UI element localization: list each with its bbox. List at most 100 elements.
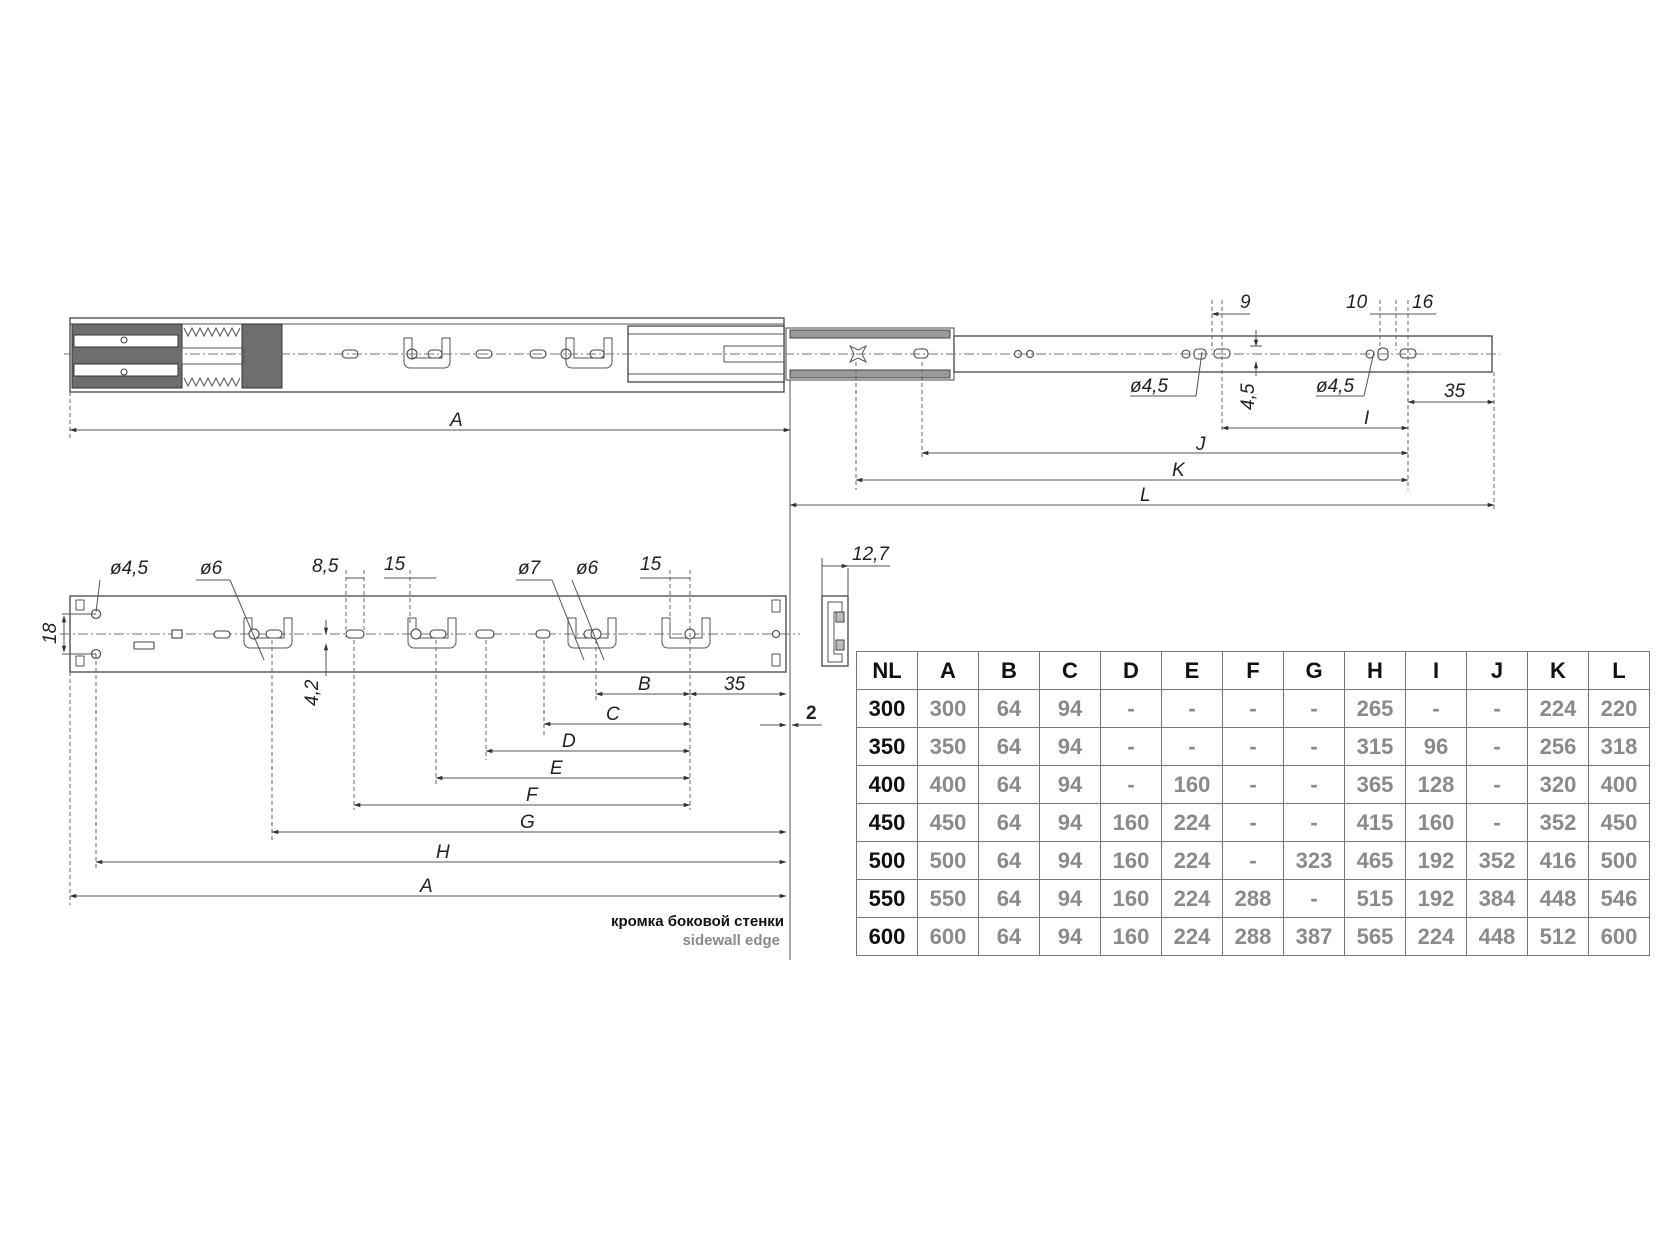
table-cell: - <box>1283 803 1345 842</box>
table-cell: 465 <box>1344 841 1406 880</box>
table-cell: - <box>1222 689 1284 728</box>
table-cell: 224 <box>1161 841 1223 880</box>
table-cell: - <box>1100 689 1162 728</box>
table-cell: 450 <box>917 803 979 842</box>
header-cell: E <box>1161 651 1223 690</box>
table-cell: 400 <box>917 765 979 804</box>
dim-label-D: D <box>562 731 576 752</box>
table-cell: 352 <box>1466 841 1528 880</box>
table-cell-nl: 600 <box>856 917 918 956</box>
table-cell: 160 <box>1100 879 1162 918</box>
header-cell: NL <box>856 651 918 690</box>
table-cell-nl: 500 <box>856 841 918 880</box>
header-cell: G <box>1283 651 1345 690</box>
table-cell: - <box>1283 727 1345 766</box>
table-cell: 288 <box>1222 917 1284 956</box>
table-cell: 192 <box>1405 879 1467 918</box>
table-cell: 94 <box>1039 727 1101 766</box>
dim-label-9: 9 <box>1240 292 1251 313</box>
table-cell: 94 <box>1039 879 1101 918</box>
dim-label-2: 2 <box>806 703 817 724</box>
table-cell: - <box>1283 879 1345 918</box>
table-cell: 315 <box>1344 727 1406 766</box>
table-cell: - <box>1466 727 1528 766</box>
dim-label-15-right: 15 <box>640 554 662 575</box>
table-cell: 64 <box>978 765 1040 804</box>
dim-label-8-5: 8,5 <box>312 556 339 577</box>
table-header-row: NL A B C D E F G H I J K L <box>856 651 1650 690</box>
table-cell: 64 <box>978 917 1040 956</box>
table-cell: 546 <box>1588 879 1650 918</box>
dim-label-35-front: 35 <box>724 674 746 695</box>
dim-label-10: 10 <box>1346 292 1368 313</box>
table-cell: - <box>1222 727 1284 766</box>
dim-label-16: 16 <box>1412 292 1434 313</box>
sidewall-edge-label-en: sidewall edge <box>682 932 780 949</box>
dim-label-dia-7: ø7 <box>518 558 542 579</box>
table-cell: 128 <box>1405 765 1467 804</box>
table-cell: 160 <box>1100 917 1162 956</box>
header-cell: F <box>1222 651 1284 690</box>
table-cell: 400 <box>1588 765 1650 804</box>
table-cell: 350 <box>917 727 979 766</box>
table-cell: - <box>1222 803 1284 842</box>
table-cell: 220 <box>1588 689 1650 728</box>
table-cell: 450 <box>1588 803 1650 842</box>
table-cell: 565 <box>1344 917 1406 956</box>
table-cell: 224 <box>1161 879 1223 918</box>
table-cell: 600 <box>1588 917 1650 956</box>
table-cell: 64 <box>978 841 1040 880</box>
table-cell: 256 <box>1527 727 1589 766</box>
table-cell: 160 <box>1161 765 1223 804</box>
header-cell: C <box>1039 651 1101 690</box>
top-view: A 35 I J K L 9 10 16 4,5 ø4,5 ø4,5 <box>64 292 1500 960</box>
table-cell-nl: 450 <box>856 803 918 842</box>
table-cell: - <box>1466 765 1528 804</box>
dim-label-dia-6-right: ø6 <box>576 558 599 579</box>
table-cell: 352 <box>1527 803 1589 842</box>
table-cell: - <box>1283 765 1345 804</box>
table-cell: 365 <box>1344 765 1406 804</box>
sidewall-edge-label-ru: кромка боковой стенки <box>611 913 784 930</box>
dim-label-dia-4-5-right: ø4,5 <box>1316 376 1354 397</box>
table-cell: - <box>1466 689 1528 728</box>
front-view: ø4,5 ø6 8,5 15 ø7 ø6 15 18 4,2 B 35 C D … <box>40 544 890 949</box>
table-cell: 300 <box>917 689 979 728</box>
dim-label-E: E <box>550 758 563 779</box>
table-cell: 160 <box>1100 841 1162 880</box>
table-cell: 448 <box>1466 917 1528 956</box>
table-cell: 320 <box>1527 765 1589 804</box>
dim-label-18: 18 <box>40 622 61 644</box>
table-cell: 64 <box>978 803 1040 842</box>
table-cell: 515 <box>1344 879 1406 918</box>
dim-label-A-front: A <box>419 876 433 897</box>
table-cell: 94 <box>1039 803 1101 842</box>
table-cell: 224 <box>1405 917 1467 956</box>
dim-label-dia-4-5-left: ø4,5 <box>1130 376 1168 397</box>
table-cell: 318 <box>1588 727 1650 766</box>
table-cell: 387 <box>1283 917 1345 956</box>
header-cell: K <box>1527 651 1589 690</box>
table-cell-nl: 400 <box>856 765 918 804</box>
table-cell-nl: 300 <box>856 689 918 728</box>
dim-label-35-top: 35 <box>1444 381 1466 402</box>
header-cell: B <box>978 651 1040 690</box>
header-cell: I <box>1405 651 1467 690</box>
dim-label-4-5: 4,5 <box>1238 383 1259 410</box>
header-cell: D <box>1100 651 1162 690</box>
dim-label-I: I <box>1364 408 1370 429</box>
table-cell-nl: 350 <box>856 727 918 766</box>
dim-label-J: J <box>1195 434 1206 455</box>
table-cell: - <box>1161 727 1223 766</box>
table-cell: - <box>1161 689 1223 728</box>
table-cell: 265 <box>1344 689 1406 728</box>
table-cell: 224 <box>1161 917 1223 956</box>
table-cell: - <box>1100 765 1162 804</box>
dim-label-H: H <box>436 842 450 863</box>
table-cell: 94 <box>1039 841 1101 880</box>
